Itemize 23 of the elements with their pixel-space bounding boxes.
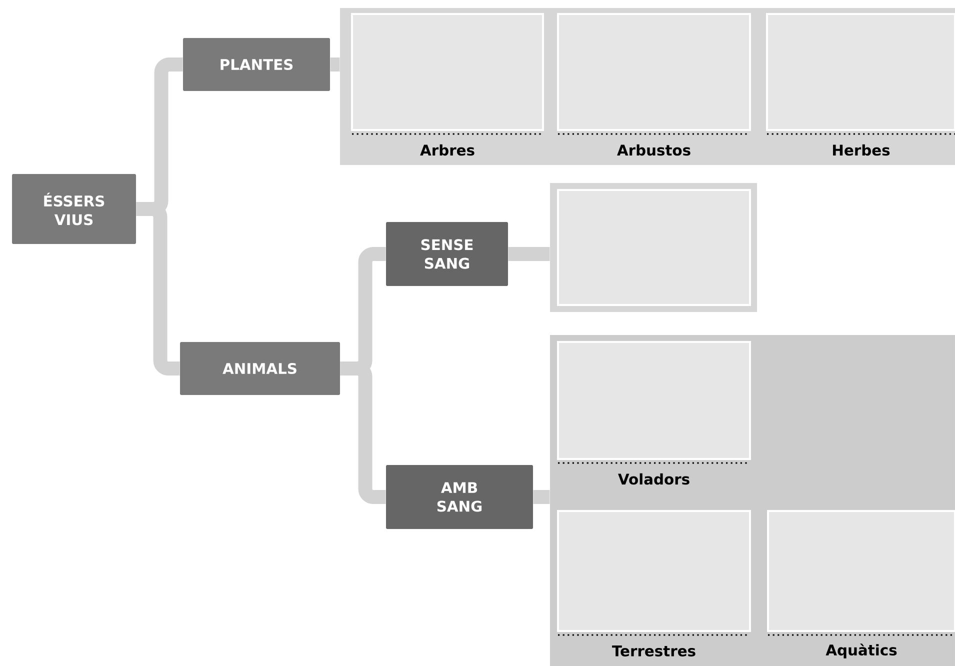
category-box: PLANTES	[183, 38, 330, 91]
category-box: SENSE SANG	[386, 222, 508, 286]
category-box: ÉSSERS VIUS	[12, 174, 136, 244]
connector	[533, 490, 550, 504]
node-label: Arbustos	[617, 144, 690, 156]
picture-frame	[550, 183, 757, 312]
picture-cell: Arbustos	[557, 13, 751, 156]
picture-cell: Voladors	[557, 341, 751, 485]
picture-cell: Herbes	[766, 13, 955, 156]
picture-cell: Terrestres	[557, 510, 751, 656]
connector	[340, 362, 386, 504]
node-label: Aquàtics	[826, 644, 897, 658]
category-box: ANIMALS	[180, 342, 340, 395]
picture-cell: Aquàtics	[767, 510, 955, 658]
picture-cell: Arbres	[351, 13, 544, 156]
node-label: Arbres	[420, 144, 474, 156]
connector	[136, 202, 180, 376]
connector	[508, 247, 550, 261]
node-label: Terrestres	[612, 646, 696, 656]
node-label: Voladors	[618, 473, 690, 485]
category-box: AMB SANG	[386, 465, 533, 529]
connector	[330, 58, 340, 72]
node-label: Herbes	[833, 144, 890, 156]
